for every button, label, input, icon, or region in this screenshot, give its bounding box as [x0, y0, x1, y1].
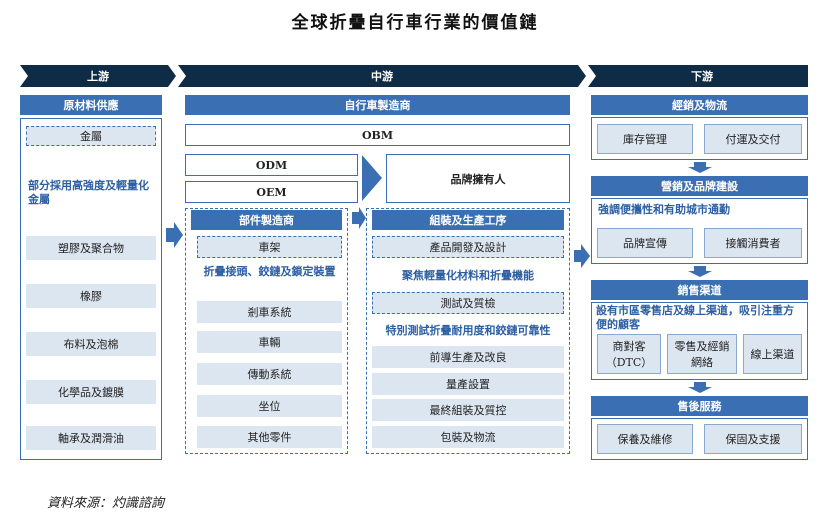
- assembly-item-4: 包裝及物流: [372, 426, 564, 448]
- marketing-item-1: 品牌宣傳: [597, 228, 693, 258]
- after-panel: [591, 418, 808, 460]
- upstream-panel: [20, 118, 162, 460]
- source-note: 資料來源：灼識諮詢: [47, 496, 165, 511]
- assembly-note-2: 特別測試折疊耐用度和鉸鏈可靠性: [385, 324, 551, 337]
- sales-item-3: 線上渠道: [743, 334, 802, 374]
- parts-item-4: 坐位: [197, 395, 342, 417]
- assembly-item-1: 前導生產及改良: [372, 346, 564, 368]
- dist-panel: [591, 117, 808, 160]
- dist-header: 經銷及物流: [591, 95, 808, 115]
- upstream-item-3: 布料及泡棉: [26, 332, 156, 356]
- assembly-item-2: 量產設置: [372, 373, 564, 395]
- parts-header: 部件製造商: [191, 210, 342, 230]
- assembly-design: 產品開發及設計: [372, 236, 564, 258]
- stage-upstream: 上游: [87, 70, 109, 83]
- brand-owner-box: 品牌擁有人: [386, 154, 570, 203]
- stage-banners-bg: [20, 65, 808, 87]
- odm-box: ODM: [185, 154, 358, 176]
- after-item-2: 保固及支援: [704, 424, 802, 454]
- midstream-header: 自行車製造商: [185, 95, 570, 115]
- marketing-panel: [591, 198, 808, 264]
- upstream-chevron: [20, 65, 176, 87]
- arrow-parts-to-assembly: [352, 207, 366, 229]
- assembly-item-3: 最終組裝及質控: [372, 399, 564, 421]
- assembly-header: 組裝及生產工序: [372, 210, 564, 230]
- parts-item-3: 傳動系統: [197, 363, 342, 385]
- arrow-dist-to-marketing: [688, 162, 712, 173]
- sales-panel: [591, 302, 808, 380]
- after-item-1: 保養及維修: [597, 424, 693, 454]
- upstream-item-4: 化學品及鍍膜: [26, 380, 156, 404]
- arrow-up-to-mid: [166, 222, 183, 248]
- arrow-mid-to-down: [574, 244, 590, 268]
- dist-item-2: 付運及交付: [704, 124, 802, 154]
- parts-item-1: 剎車系統: [197, 301, 342, 323]
- sales-note: 設有市區零售店及線上渠道，吸引注重方便的顧客: [596, 304, 794, 331]
- sales-header: 銷售渠道: [591, 280, 808, 300]
- parts-item-5: 其他零件: [197, 426, 342, 448]
- marketing-note: 強調便攜性和有助城市通勤: [598, 203, 730, 216]
- midstream-chevron: [178, 65, 586, 87]
- after-header: 售後服務: [591, 396, 808, 416]
- arrow-marketing-to-sales: [688, 266, 712, 277]
- parts-frame: 車架: [197, 236, 342, 258]
- dist-item-1: 庫存管理: [597, 124, 693, 154]
- upstream-item-1: 塑膠及聚合物: [26, 236, 156, 260]
- downstream-chevron: [588, 65, 808, 87]
- page-title: 全球折疊自行車行業的價值鏈: [291, 13, 539, 33]
- parts-note: 折疊接頭、鉸鏈及鎖定裝置: [203, 265, 336, 278]
- upstream-note: 部分採用高強度及輕量化金屬: [28, 179, 149, 206]
- stage-downstream: 下游: [691, 70, 713, 83]
- upstream-item-5: 軸承及潤滑油: [26, 426, 156, 450]
- parts-item-2: 車輛: [197, 331, 342, 353]
- obm-box: OBM: [185, 124, 570, 146]
- stage-midstream: 中游: [371, 70, 393, 83]
- assembly-panel: [366, 208, 570, 454]
- upstream-header: 原材料供應: [20, 95, 162, 115]
- sales-item-1: 商對客（DTC）: [597, 334, 661, 374]
- marketing-item-2: 接觸消費者: [704, 228, 802, 258]
- marketing-header: 營銷及品牌建設: [591, 176, 808, 196]
- upstream-metal: 金屬: [26, 126, 156, 146]
- sales-item-2: 零售及經銷網絡: [667, 334, 737, 374]
- assembly-test: 測試及質檢: [372, 292, 564, 314]
- arrow-sales-to-after: [688, 382, 712, 393]
- assembly-note-1: 聚焦輕量化材料和折疊機能: [402, 269, 534, 282]
- oem-box: OEM: [185, 181, 358, 203]
- upstream-item-2: 橡膠: [26, 284, 156, 308]
- parts-panel: [185, 208, 348, 454]
- chevron-odm-to-brand: [362, 155, 382, 201]
